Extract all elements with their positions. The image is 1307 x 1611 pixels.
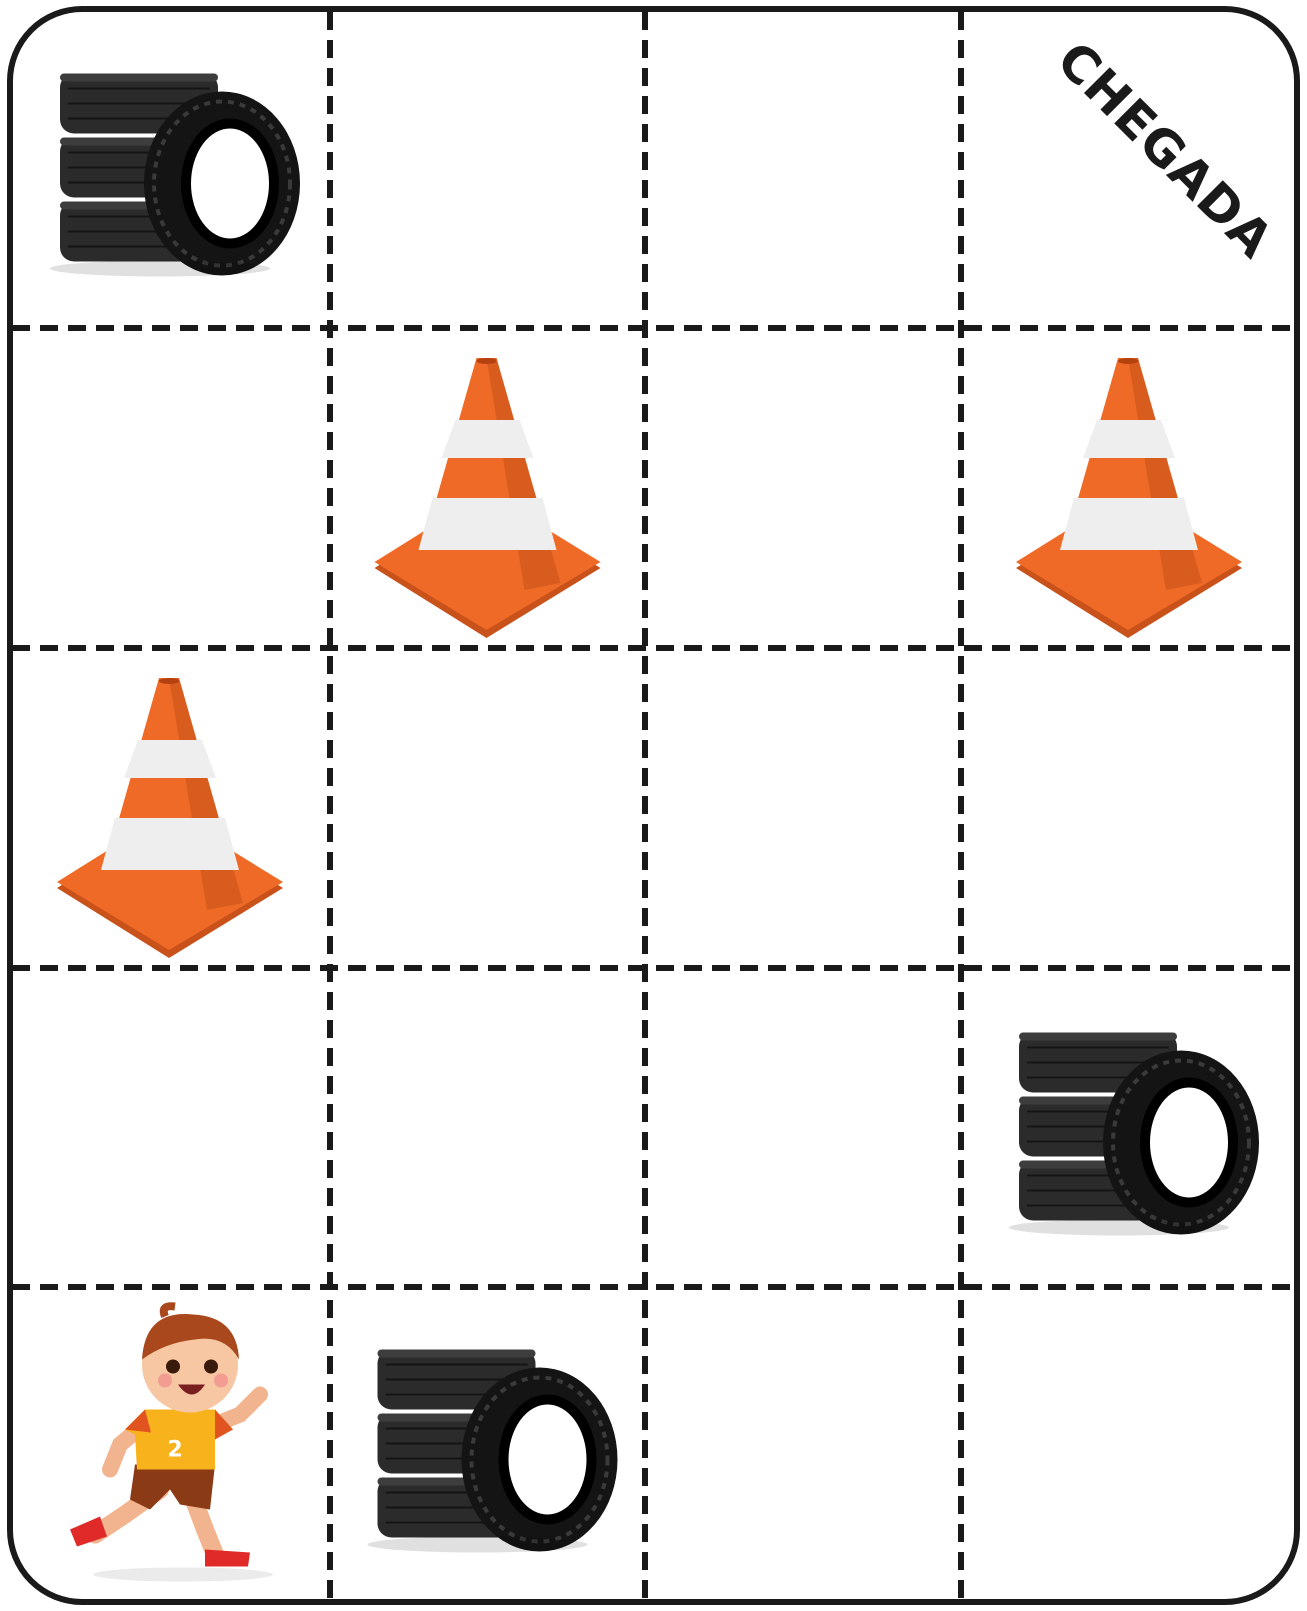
board-cell-r5-c3[interactable] — [645, 1287, 961, 1602]
board-cell-r1-c4[interactable] — [961, 9, 1297, 328]
board-cell-r4-c1[interactable] — [10, 968, 330, 1287]
board-cell-r4-c2[interactable] — [330, 968, 645, 1287]
board-cell-r5-c4[interactable] — [961, 1287, 1297, 1602]
board-cell-r4-c3[interactable] — [645, 968, 961, 1287]
board-cell-r1-c3[interactable] — [645, 9, 961, 328]
board-cell-r3-c2[interactable] — [330, 648, 645, 968]
board-cell-r2-c3[interactable] — [645, 328, 961, 648]
runner-shirt-number: 2 — [167, 1438, 182, 1463]
board-cell-r3-c4[interactable] — [961, 648, 1297, 968]
board-cell-r2-c1[interactable] — [10, 328, 330, 648]
board-cell-r1-c2[interactable] — [330, 9, 645, 328]
board-cell-r3-c3[interactable] — [645, 648, 961, 968]
